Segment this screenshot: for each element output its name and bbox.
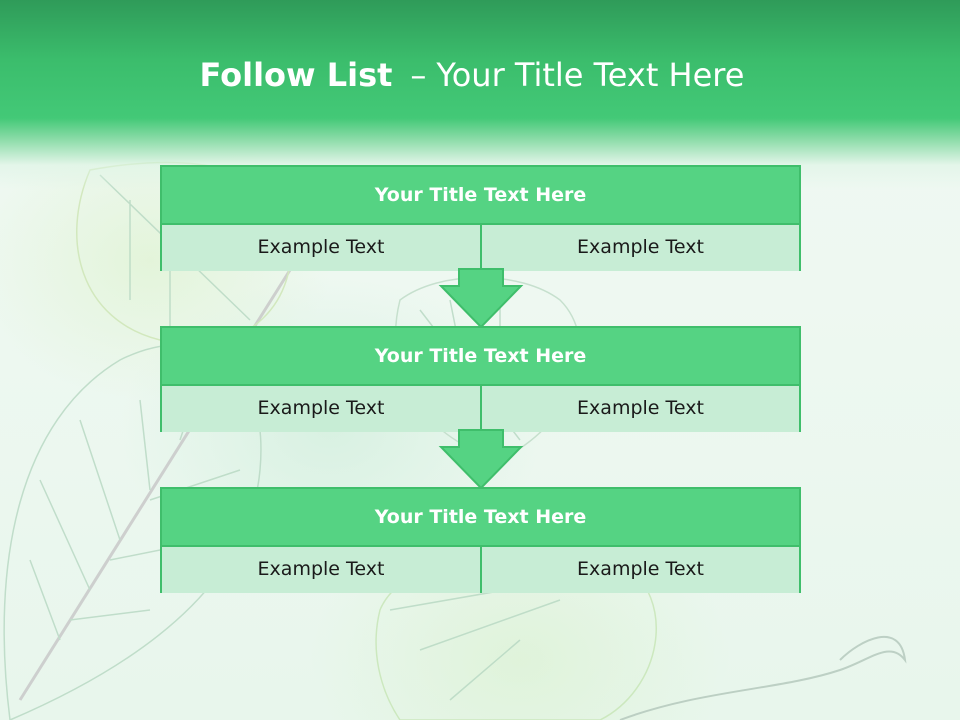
title-dash: – — [410, 56, 427, 94]
block-cell-right: Example Text — [482, 547, 799, 593]
title-bold-part: Follow List — [199, 56, 393, 94]
list-block-1: Your Title Text Here Example Text Exampl… — [160, 165, 801, 271]
block-cell-left: Example Text — [162, 547, 482, 593]
title-rest: Your Title Text Here — [436, 56, 745, 94]
list-block-3: Your Title Text Here Example Text Exampl… — [160, 487, 801, 593]
list-block-2: Your Title Text Here Example Text Exampl… — [160, 326, 801, 432]
block-cell-right: Example Text — [482, 386, 799, 432]
block-cell-left: Example Text — [162, 225, 482, 271]
slide-title: Follow List–Your Title Text Here — [0, 52, 944, 98]
leaf-outline — [619, 636, 907, 720]
block-title: Your Title Text Here — [162, 167, 799, 225]
down-arrow-icon — [438, 429, 524, 489]
down-arrow-icon — [438, 268, 524, 328]
block-cell-right: Example Text — [482, 225, 799, 271]
block-title: Your Title Text Here — [162, 328, 799, 386]
header-band — [0, 0, 960, 190]
block-cell-left: Example Text — [162, 386, 482, 432]
block-title: Your Title Text Here — [162, 489, 799, 547]
